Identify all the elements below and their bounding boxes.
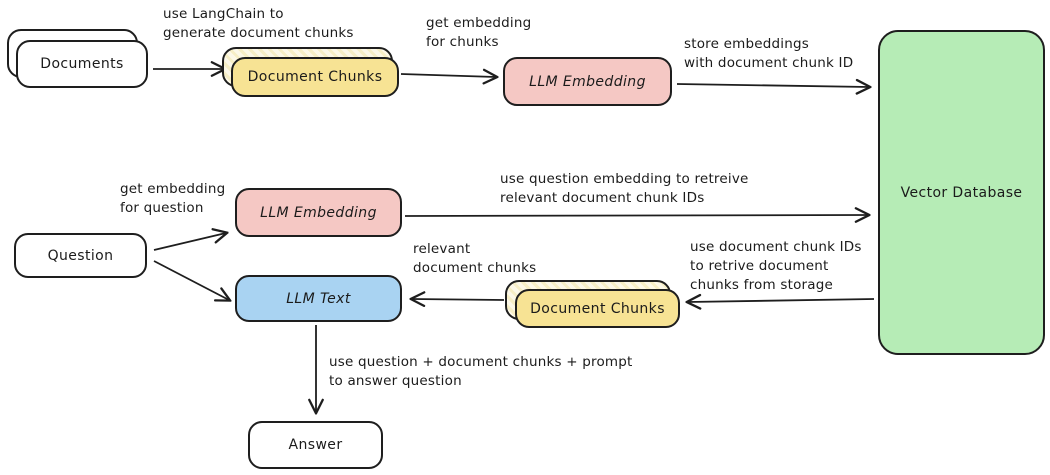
arrow-question-to-llm-embedding — [153, 233, 226, 251]
edge-label-use-question-embedding: use question embedding to retreive relev… — [500, 171, 749, 206]
arrow-question-to-llm-text — [153, 260, 229, 300]
node-documents-label: Documents — [40, 56, 124, 72]
edge-label-use-question-prompt: use question + document chunks + prompt … — [329, 354, 633, 389]
arrow-llm-embedding-to-vector-database — [676, 84, 869, 87]
node-answer-label: Answer — [288, 437, 343, 453]
node-vector-database-label: Vector Database — [900, 184, 1023, 201]
node-vector-database: Vector Database — [878, 30, 1045, 355]
node-llm-embedding-1-label: LLM Embedding — [529, 73, 646, 90]
node-llm-embedding-1: LLM Embedding — [503, 57, 672, 106]
edge-label-get-embedding-chunks: get embedding for chunks — [426, 15, 532, 50]
edge-label-relevant-document-chunks: relevant document chunks — [413, 241, 537, 276]
node-llm-text-label: LLM Text — [286, 290, 351, 307]
arrow-document-chunks-to-llm-text — [412, 299, 505, 300]
node-document-chunks-1: Document Chunks — [231, 57, 399, 97]
node-llm-embedding-2: LLM Embedding — [235, 188, 402, 237]
edge-label-get-embedding-question: get embedding for question — [120, 181, 226, 216]
node-llm-text: LLM Text — [235, 275, 402, 322]
edge-label-use-langchain: use LangChain to generate document chunk… — [163, 6, 354, 41]
edge-label-use-document-chunk-ids: use document chunk IDs to retrive docume… — [690, 239, 862, 293]
node-document-chunks-2: Document Chunks — [515, 289, 680, 328]
node-answer: Answer — [248, 421, 383, 469]
node-question: Question — [14, 233, 147, 278]
edge-label-store-embeddings: store embeddings with document chunk ID — [684, 36, 854, 71]
node-question-label: Question — [47, 247, 114, 264]
node-document-chunks-1-label: Document Chunks — [247, 69, 383, 85]
node-llm-embedding-2-label: LLM Embedding — [260, 204, 377, 221]
arrow-vector-database-to-document-chunks — [688, 299, 875, 302]
node-document-chunks-2-label: Document Chunks — [530, 300, 665, 317]
arrow-llm-embedding-to-vector-database-retrieve — [404, 215, 868, 216]
arrow-document-chunks-to-llm-embedding — [400, 74, 496, 77]
node-documents: Documents — [16, 40, 148, 88]
